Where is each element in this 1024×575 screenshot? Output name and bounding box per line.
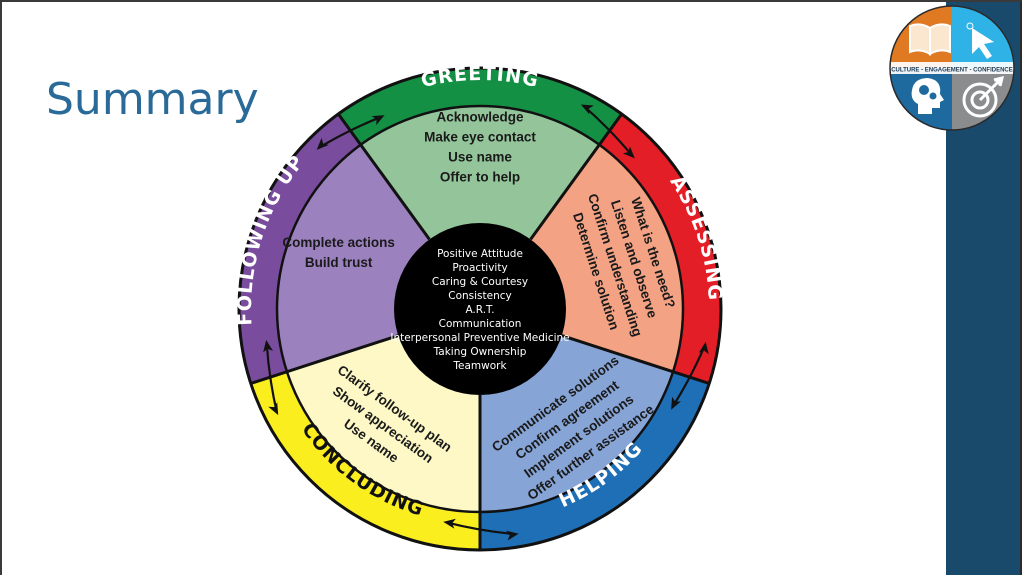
sector-divider	[529, 113, 623, 241]
ring-band-following-up	[239, 114, 361, 384]
book-icon	[909, 23, 951, 56]
sector-greeting	[360, 105, 600, 310]
head-gears-icon	[911, 78, 944, 114]
cycle-arrow-icon	[580, 104, 635, 159]
cycle-arrow-icon	[671, 341, 709, 410]
sector-divider	[250, 334, 399, 385]
ring-band-greeting	[338, 67, 622, 145]
core-value: Proactivity	[452, 262, 507, 274]
brand-logo: CULTURE - ENGAGEMENT - CONFIDENCE	[889, 5, 1015, 131]
stage-item: Complete actions	[282, 235, 395, 250]
core-value: Interpersonal Preventive Medicine	[390, 332, 569, 344]
ring-band-helping	[480, 371, 710, 550]
cursor-icon	[966, 22, 994, 59]
sector-divider	[561, 334, 710, 385]
core-value: Consistency	[448, 290, 512, 302]
sector-divider	[337, 113, 431, 241]
stage-item: Acknowledge	[436, 110, 524, 125]
ring-band-assessing	[599, 114, 721, 384]
core-values-circle	[394, 223, 566, 395]
core-value: A.R.T.	[465, 304, 494, 316]
stage-item: Build trust	[305, 255, 373, 270]
cycle-arrow-icon	[443, 518, 519, 541]
cycle-arrow-icon	[263, 339, 279, 416]
target-icon	[962, 75, 1005, 118]
cycle-arrow-icon	[316, 115, 385, 150]
logo-banner-text: CULTURE - ENGAGEMENT - CONFIDENCE	[891, 68, 1013, 74]
core-value: Taking Ownership	[433, 346, 527, 358]
stage-item: Make eye contact	[424, 130, 536, 145]
ring-band-concluding	[250, 371, 480, 550]
stage-item: Use name	[448, 150, 512, 165]
stage-item: Offer to help	[440, 170, 520, 185]
slide-title: Summary	[46, 74, 259, 125]
core-value: Communication	[439, 318, 522, 330]
ring-inner-border	[275, 104, 685, 514]
wheel-outer-border	[237, 66, 723, 552]
core-value: Caring & Courtesy	[432, 276, 528, 288]
core-value: Teamwork	[452, 360, 507, 372]
core-value: Positive Attitude	[437, 248, 523, 260]
